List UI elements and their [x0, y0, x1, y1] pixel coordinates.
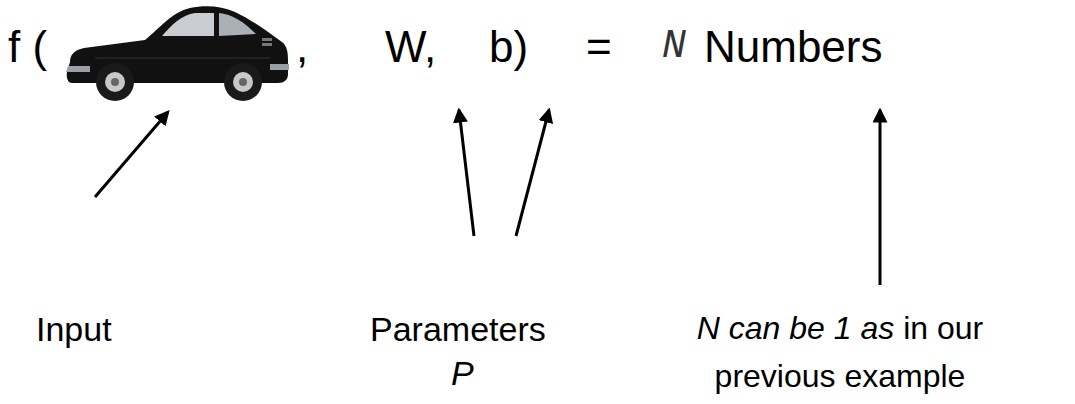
- bias-symbol: b): [489, 22, 528, 72]
- parameters-symbol: P: [451, 354, 474, 393]
- input-label: Input: [36, 310, 112, 349]
- function-name: f (: [8, 22, 47, 72]
- note-block: N can be 1 asin our previous example: [655, 304, 1025, 400]
- separator: ,: [296, 22, 308, 72]
- note-text: N can be 1 as: [697, 310, 894, 346]
- count-symbol: N: [662, 24, 686, 70]
- leader-arrow: [516, 110, 549, 236]
- car-illustration: [66, 6, 289, 101]
- leader-arrow: [459, 110, 474, 236]
- weight-symbol: W,: [385, 22, 436, 72]
- equals-sign: =: [586, 22, 612, 72]
- leader-arrow: [95, 112, 168, 197]
- leader-arrow: [879, 110, 882, 285]
- output-label: Numbers: [704, 22, 883, 72]
- parameters-label: Parameters: [370, 310, 546, 349]
